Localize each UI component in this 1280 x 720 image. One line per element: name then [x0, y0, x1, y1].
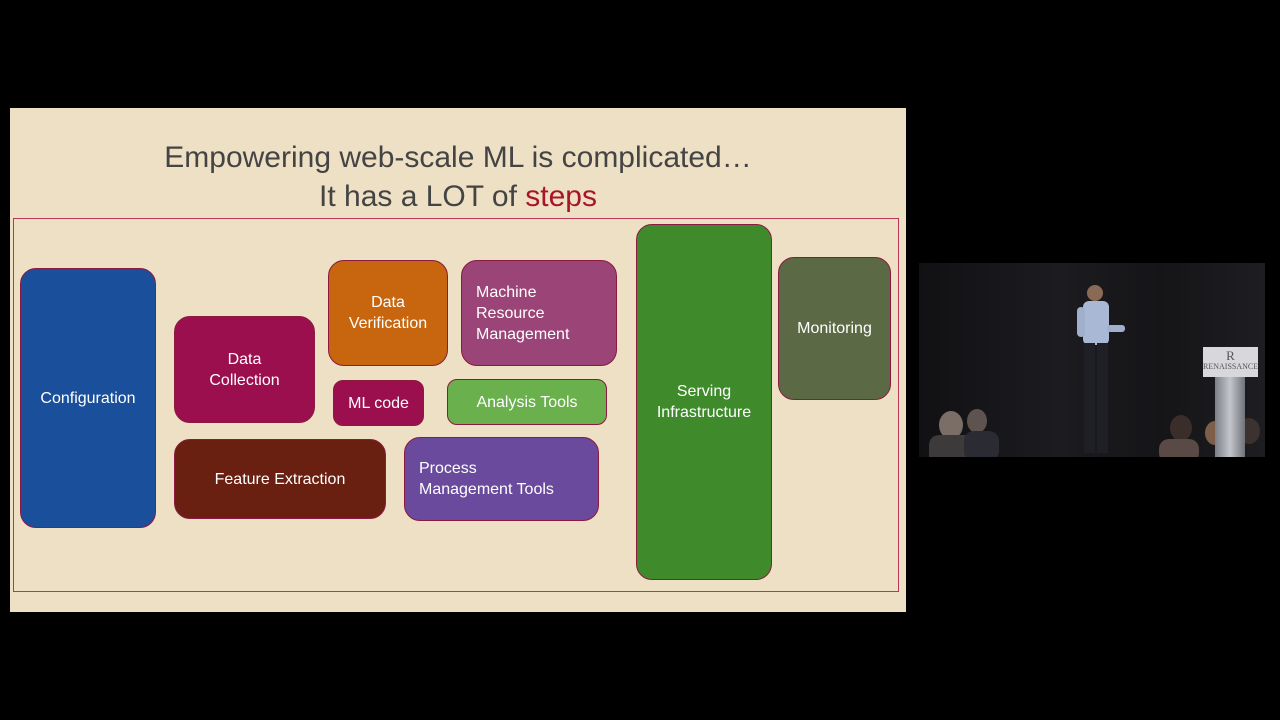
data-verification-box: Data Verification — [328, 260, 448, 366]
title-line-2: It has a LOT of steps — [10, 177, 906, 216]
ml-code-label: ML code — [348, 394, 409, 412]
title-line-2-prefix: It has a LOT of — [319, 180, 526, 213]
logo-text: RENAISSANCE — [1203, 362, 1259, 371]
presentation-slide: Empowering web-scale ML is complicated… … — [10, 108, 906, 612]
diagram-frame — [13, 218, 899, 592]
machine-resource-management-label: Machine Resource Management — [476, 283, 570, 343]
configuration-label: Configuration — [40, 389, 136, 407]
title-highlight-steps: steps — [525, 180, 597, 213]
monitoring-label: Monitoring — [797, 320, 872, 337]
configuration-box: Configuration — [20, 268, 156, 528]
monitoring-box: Monitoring — [778, 257, 891, 400]
serving-infrastructure-label: Serving Infrastructure — [656, 383, 752, 421]
lectern — [1215, 377, 1245, 457]
feature-extraction-box: Feature Extraction — [174, 439, 386, 519]
process-management-tools-label: Process Management Tools — [419, 460, 554, 498]
renaissance-logo-sign: R RENAISSANCE — [1203, 347, 1258, 377]
title-line-1: Empowering web-scale ML is complicated… — [164, 141, 752, 174]
slide-title: Empowering web-scale ML is complicated… … — [10, 138, 906, 216]
analysis-tools-label: Analysis Tools — [476, 393, 578, 411]
data-collection-box: Data Collection — [174, 316, 315, 423]
serving-infrastructure-box: Serving Infrastructure — [636, 224, 772, 580]
machine-resource-management-box: Machine Resource Management — [461, 260, 617, 366]
ml-code-box: ML code — [333, 380, 424, 426]
speaker-video-feed: R RENAISSANCE — [919, 263, 1265, 457]
process-management-tools-box: Process Management Tools — [404, 437, 599, 521]
speaker-figure — [1077, 285, 1125, 453]
logo-letter: R — [1226, 348, 1235, 363]
data-verification-label: Data Verification — [348, 294, 428, 332]
feature-extraction-label: Feature Extraction — [214, 470, 346, 488]
data-collection-label: Data Collection — [209, 350, 280, 389]
analysis-tools-box: Analysis Tools — [447, 379, 607, 425]
